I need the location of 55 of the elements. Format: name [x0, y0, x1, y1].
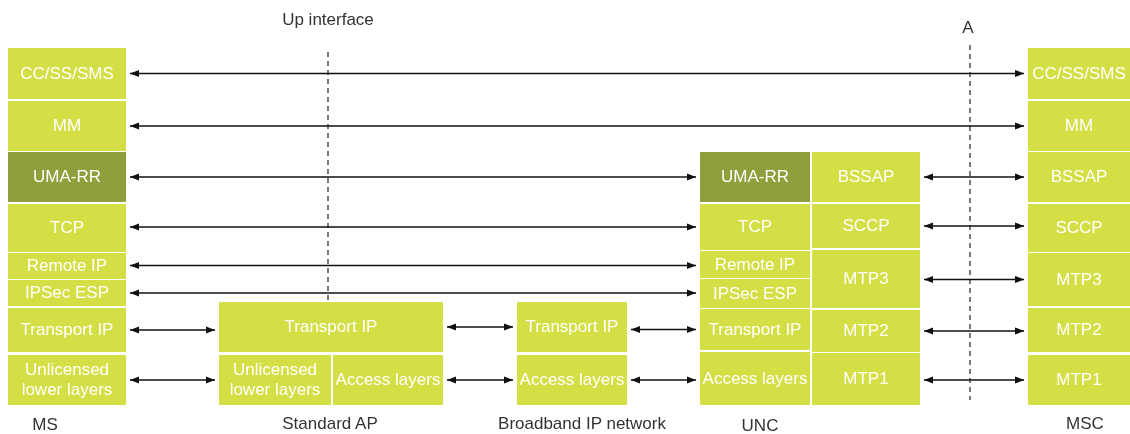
protocol-layer-box: IPSec ESP: [700, 279, 810, 308]
double-arrow: [129, 289, 697, 297]
double-arrow: [129, 173, 697, 181]
protocol-layer-box: TCP: [700, 204, 810, 250]
protocol-layer-box: Unlicensed lower layers: [219, 355, 331, 405]
double-arrow: [923, 275, 1025, 284]
protocol-layer-box: Remote IP: [8, 253, 126, 279]
protocol-layer-box: MTP1: [1028, 355, 1130, 405]
protocol-layer-box: Remote IP: [700, 251, 810, 278]
double-arrow: [923, 222, 1025, 230]
entity-label: UNC: [741, 416, 779, 434]
protocol-layer-box: Transport IP: [8, 308, 126, 352]
double-arrow: [923, 173, 1025, 181]
protocol-layer-box: CC/SS/SMS: [1028, 48, 1130, 99]
double-arrow: [630, 325, 697, 334]
double-arrow: [630, 376, 697, 384]
interface-label: A: [962, 18, 974, 38]
protocol-layer-box: CC/SS/SMS: [8, 48, 126, 99]
protocol-layer-box: Access layers: [700, 352, 810, 405]
double-arrow: [129, 326, 216, 334]
double-arrow: [446, 376, 514, 384]
protocol-layer-box: MTP1: [812, 353, 920, 405]
protocol-layer-box: MTP3: [812, 250, 920, 308]
entity-label: MSC: [1066, 414, 1104, 434]
protocol-layer-box: IPSec ESP: [8, 280, 126, 306]
protocol-layer-box: SCCP: [812, 204, 920, 248]
protocol-layer-box: Transport IP: [219, 302, 443, 352]
protocol-layer-box: Access layers: [517, 355, 627, 405]
double-arrow: [129, 69, 1025, 78]
protocol-layer-box: UMA-RR: [700, 152, 810, 202]
entity-label: Standard AP: [282, 414, 378, 434]
double-arrow: [129, 223, 697, 231]
double-arrow: [446, 323, 514, 331]
double-arrow: [923, 376, 1025, 384]
entity-label: Broadband IP network: [498, 414, 666, 434]
protocol-layer-box: MTP2: [812, 310, 920, 352]
protocol-layer-box: SCCP: [1028, 204, 1130, 252]
protocol-layer-box: MTP3: [1028, 253, 1130, 306]
protocol-layer-box: Unlicensed lower layers: [8, 355, 126, 405]
entity-label: MS: [32, 415, 58, 434]
interface-label: Up interface: [282, 10, 374, 30]
double-arrow: [129, 122, 1025, 130]
protocol-layer-box: Transport IP: [517, 302, 627, 352]
double-arrow: [129, 261, 697, 270]
protocol-layer-box: MM: [8, 101, 126, 151]
protocol-layer-box: UMA-RR: [8, 152, 126, 202]
protocol-layer-box: TCP: [8, 204, 126, 252]
protocol-layer-box: Transport IP: [700, 309, 810, 350]
double-arrow: [129, 376, 216, 384]
protocol-layer-box: Access layers: [333, 355, 443, 405]
protocol-layer-box: BSSAP: [1028, 152, 1130, 202]
protocol-layer-box: MM: [1028, 101, 1130, 151]
protocol-layer-box: BSSAP: [812, 152, 920, 202]
protocol-layer-box: MTP2: [1028, 308, 1130, 352]
double-arrow: [923, 327, 1025, 335]
